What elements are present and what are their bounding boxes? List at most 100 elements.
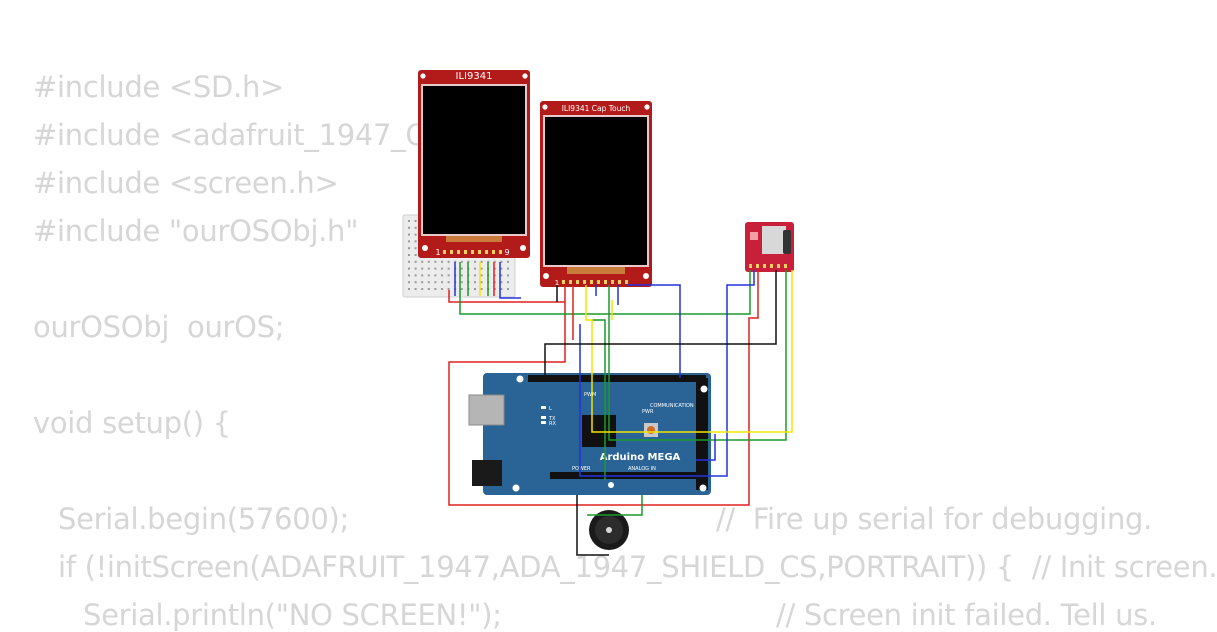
breadboard-hole (414, 274, 417, 277)
breadboard-hole (447, 267, 450, 270)
breadboard-hole (447, 260, 450, 263)
breadboard-hole (441, 260, 443, 263)
breadboard-hole (421, 288, 424, 290)
display1-pin-first: 1 (435, 248, 440, 257)
breadboard-hole (474, 267, 476, 270)
breadboard-hole (447, 288, 450, 290)
breadboard-hole (507, 267, 509, 270)
breadboard-hole (408, 226, 410, 229)
breadboard-hole (467, 260, 470, 263)
breadboard-hole (414, 247, 417, 250)
mega-led-rx: RX (549, 421, 556, 427)
breadboard-hole (493, 260, 496, 263)
breadboard-hole (507, 288, 509, 290)
code-line-comment-init: // Screen init failed. Tell us. (776, 598, 1157, 632)
breadboard-hole (474, 260, 476, 263)
mega-led-l: L (549, 406, 552, 412)
code-line-comment-serial: // Fire up serial for debugging. (716, 502, 1153, 536)
display1-label: ILI9341 (456, 71, 493, 82)
breadboard-hole (493, 274, 496, 277)
breadboard-hole (427, 281, 430, 284)
code-line-println: Serial.println("NO SCREEN!"); (83, 598, 502, 632)
breadboard-hole (408, 260, 410, 263)
breadboard-hole (474, 281, 476, 284)
code-line-setup: void setup() { (33, 406, 231, 440)
breadboard-hole (447, 274, 450, 277)
breadboard-hole (427, 260, 430, 263)
breadboard-hole (480, 267, 483, 270)
breadboard-hole (441, 267, 443, 270)
breadboard-hole (427, 288, 430, 290)
breadboard-hole (507, 260, 509, 263)
mega-power-label: POWER (572, 466, 591, 472)
breadboard-hole (441, 281, 443, 284)
wires (448, 262, 793, 556)
breadboard-hole (460, 288, 463, 290)
breadboard-hole (474, 288, 476, 290)
breadboard-hole (408, 254, 410, 256)
display2-label: ILI9341 Cap Touch (562, 104, 631, 113)
code-line-ouros-decl: ourOSObj ourOS; (33, 310, 285, 344)
breadboard-hole (434, 260, 437, 263)
breadboard-hole (414, 281, 417, 284)
breadboard-hole (480, 288, 483, 290)
breadboard-hole (414, 240, 417, 243)
piezo-buzzer (589, 510, 629, 550)
breadboard-hole (441, 274, 443, 277)
mega-led-pwr: PWR (642, 409, 654, 415)
breadboard-hole (421, 281, 424, 284)
breadboard-hole (500, 288, 503, 290)
breadboard-hole (434, 288, 437, 290)
breadboard-hole (408, 220, 410, 222)
breadboard-hole (427, 274, 430, 277)
breadboard-hole (408, 233, 410, 236)
breadboard-hole (421, 260, 424, 263)
arduino-mega-board: Arduino MEGA PWM COMMUNICATION POWER ANA… (468, 373, 711, 495)
code-line-include-ouros: #include "ourOSObj.h" (33, 214, 359, 248)
mega-label: Arduino MEGA (600, 452, 681, 463)
sd-card-module (745, 222, 794, 272)
breadboard-hole (460, 274, 463, 277)
display1-pin-last: 9 (504, 248, 509, 257)
mega-pwm-label: PWM (584, 392, 596, 398)
breadboard-hole (500, 267, 503, 270)
breadboard-hole (441, 288, 443, 290)
breadboard-hole (434, 267, 437, 270)
breadboard-hole (414, 233, 417, 236)
breadboard-hole (480, 281, 483, 284)
breadboard-hole (408, 281, 410, 284)
code-line-serial-begin: Serial.begin(57600); (58, 502, 350, 536)
breadboard-hole (460, 267, 463, 270)
breadboard-hole (421, 274, 424, 277)
display2-pin-first: 1 (555, 279, 559, 287)
ili9341-display: ILI9341 1 9 (418, 70, 530, 258)
breadboard-hole (460, 260, 463, 263)
ili9341-cap-touch-display: ILI9341 Cap Touch 1 (540, 101, 652, 287)
breadboard-hole (500, 281, 503, 284)
breadboard-hole (427, 267, 430, 270)
code-line-include-sd: #include <SD.h> (33, 70, 285, 104)
mega-communication-label: COMMUNICATION (650, 403, 694, 409)
breadboard-hole (408, 240, 410, 243)
breadboard-hole (447, 281, 450, 284)
mega-led-tx: TX (548, 416, 556, 422)
breadboard-hole (493, 288, 496, 290)
breadboard-hole (507, 281, 509, 284)
breadboard-hole (434, 274, 437, 277)
breadboard-hole (474, 274, 476, 277)
breadboard-hole (480, 260, 483, 263)
breadboard-hole (414, 254, 417, 256)
breadboard-hole (408, 247, 410, 250)
breadboard-hole (500, 260, 503, 263)
breadboard-hole (408, 274, 410, 277)
breadboard-hole (493, 267, 496, 270)
mega-analog-label: ANALOG IN (628, 466, 656, 472)
breadboard-hole (414, 260, 417, 263)
breadboard-hole (487, 260, 490, 263)
breadboard-hole (421, 267, 424, 270)
breadboard-hole (460, 281, 463, 284)
breadboard-hole (414, 226, 417, 229)
code-line-include-screen: #include <screen.h> (33, 166, 339, 200)
breadboard-hole (493, 281, 496, 284)
